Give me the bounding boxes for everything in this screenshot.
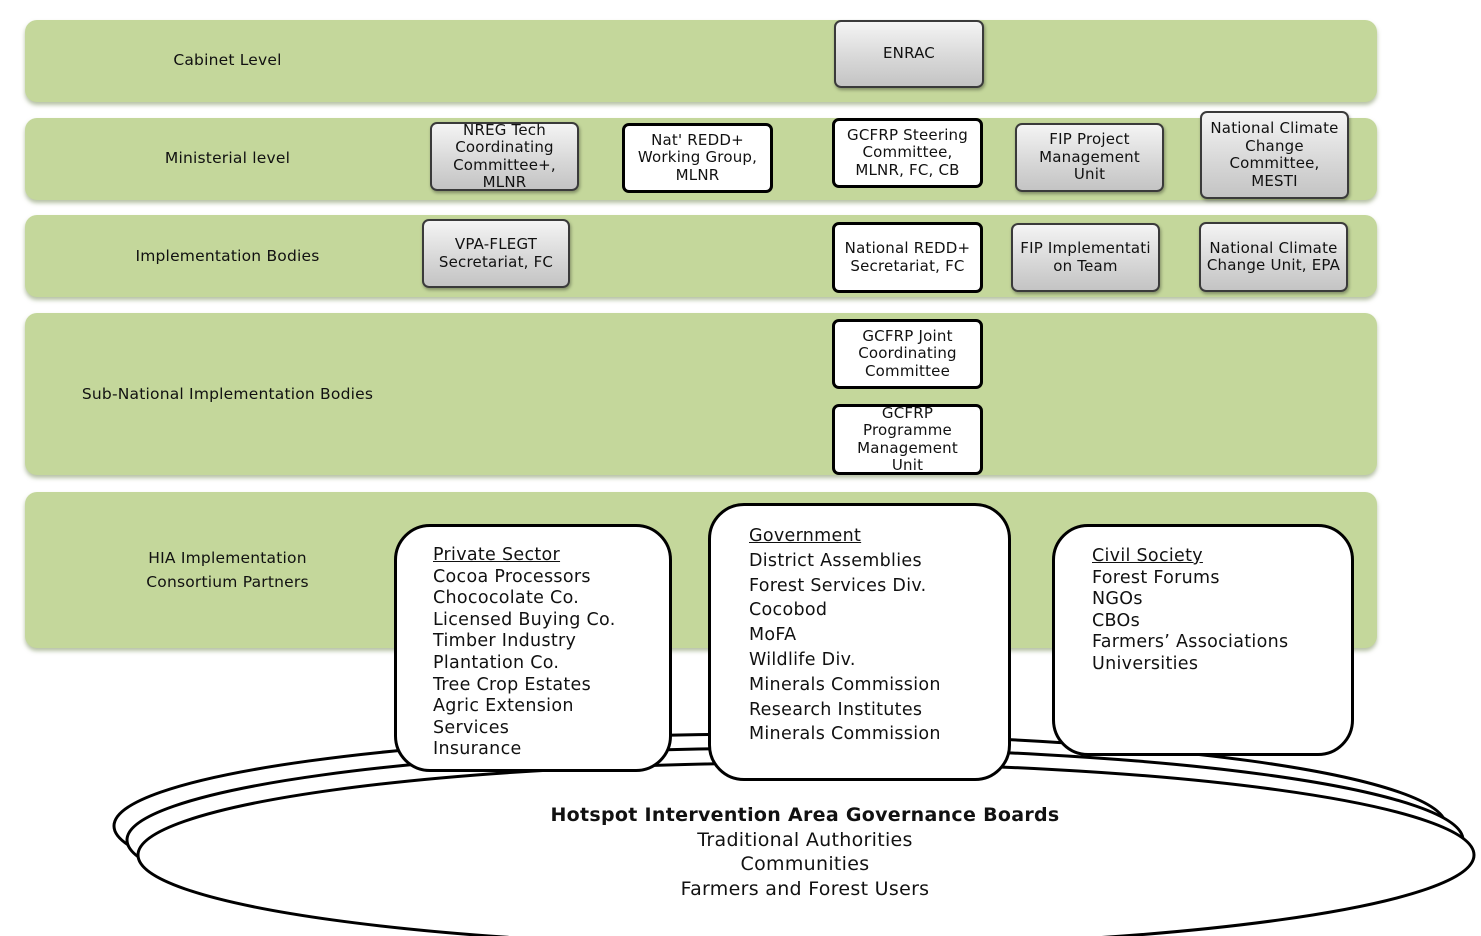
label-subnational-bodies: Sub-National Implementation Bodies [81, 385, 374, 403]
label-hia-partners: HIA Implementation Consortium Partners [25, 546, 430, 594]
box-national-climate-change-committee: National Climate Change Committee, MESTI [1200, 111, 1349, 199]
private-sector-item: Cocoa Processors [433, 566, 591, 587]
box-gcfrp-joint-coordinating-committee: GCFRP Joint Coordinating Committee [832, 319, 983, 389]
government-item: Cocobod [749, 600, 828, 621]
label-implementation-bodies: Implementation Bodies [135, 247, 320, 265]
private-sector-item: Services [433, 717, 510, 738]
governance-boards-text: Hotspot Intervention Area Governance Boa… [540, 803, 1070, 901]
civil-society-item: Farmers’ Associations [1092, 632, 1289, 653]
box-gcfrp-programme-management-unit: GCFRP Programme Management Unit [832, 404, 983, 475]
box-vpa-flegt-secretariat: VPA-FLEGT Secretariat, FC [422, 219, 570, 288]
governance-title: Hotspot Intervention Area Governance Boa… [550, 804, 1060, 826]
civil-society-item: Forest Forums [1092, 567, 1220, 588]
label-ministerial-level: Ministerial level [164, 149, 291, 167]
partner-civil-society: Civil Society Forest Forums NGOs CBOs Fa… [1052, 524, 1354, 756]
private-sector-item: Insurance [433, 739, 522, 760]
box-national-climate-change-unit: National Climate Change Unit, EPA [1199, 222, 1348, 292]
government-heading: Government [749, 526, 862, 546]
partner-private-sector: Private Sector Cocoa Processors Chococol… [394, 524, 672, 772]
private-sector-item: Licensed Buying Co. [433, 609, 616, 630]
government-item: MoFA [749, 625, 797, 646]
box-redd-working-group: Nat' REDD+ Working Group, MLNR [622, 123, 773, 193]
label-hia-line2: Consortium Partners [146, 573, 309, 591]
box-gcfrp-steering-committee: GCFRP Steering Committee, MLNR, FC, CB [832, 118, 983, 188]
box-fip-project-management-unit: FIP Project Management Unit [1015, 123, 1164, 192]
government-item: Research Institutes [749, 699, 923, 720]
governance-line: Communities [740, 853, 870, 875]
government-item: Minerals Commission [749, 724, 941, 745]
band-cabinet [25, 20, 1377, 102]
private-sector-heading: Private Sector [433, 545, 561, 565]
box-enrac: ENRAC [834, 20, 984, 88]
governance-line: Traditional Authorities [697, 828, 913, 851]
civil-society-item: CBOs [1092, 610, 1141, 631]
private-sector-item: Agric Extension [433, 696, 574, 717]
band-subnational [25, 313, 1377, 475]
government-item: Wildlife Div. [749, 649, 856, 670]
label-cabinet-level: Cabinet Level [173, 51, 282, 69]
government-item: Forest Services Div. [749, 575, 927, 596]
civil-society-item: Universities [1092, 653, 1199, 674]
civil-society-heading: Civil Society [1092, 546, 1203, 566]
label-hia-line1: HIA Implementation [148, 549, 307, 567]
government-item: District Assemblies [749, 550, 922, 571]
box-nreg-tech-committee: NREG Tech Coordinating Committee+, MLNR [430, 121, 579, 191]
private-sector-item: Timber Industry [433, 631, 577, 652]
private-sector-item: Plantation Co. [433, 652, 560, 673]
civil-society-item: NGOs [1092, 589, 1143, 610]
private-sector-item: Chococolate Co. [433, 588, 580, 609]
box-national-redd-secretariat: National REDD+ Secretariat, FC [832, 222, 983, 293]
box-fip-implementation-team: FIP Implementati on Team [1011, 223, 1160, 292]
partner-government: Government District Assemblies Forest Se… [708, 503, 1011, 781]
private-sector-item: Tree Crop Estates [433, 674, 592, 695]
government-item: Minerals Commission [749, 674, 941, 695]
governance-line: Farmers and Forest Users [680, 877, 930, 900]
